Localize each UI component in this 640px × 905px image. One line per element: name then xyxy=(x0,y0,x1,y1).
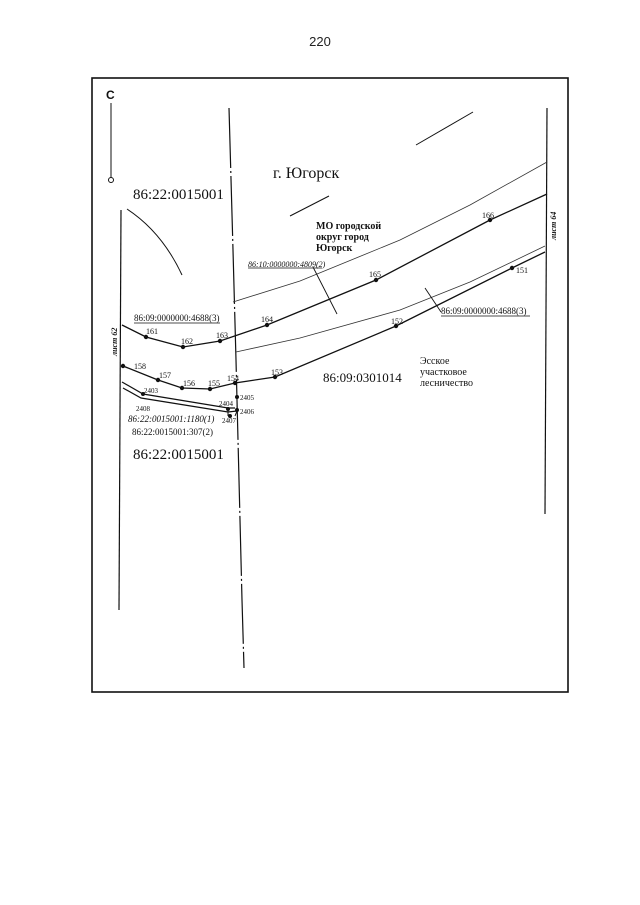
sheet-line-right xyxy=(544,107,548,515)
point-156 xyxy=(179,385,185,391)
point-165 xyxy=(373,277,379,283)
leader-4809 xyxy=(312,266,338,315)
label-157: 157 xyxy=(159,371,171,380)
municipality-line-2: округ город xyxy=(316,232,369,243)
boundary-2403 xyxy=(121,381,235,409)
label-2406: 2406 xyxy=(240,408,255,416)
point-154 xyxy=(232,380,238,386)
forestry-line-1: Эсское xyxy=(420,356,450,367)
municipality-line-3: Югорск xyxy=(316,243,353,254)
forestry-line-2: участковое xyxy=(420,367,467,378)
parcel-4809: 86:10:0000000:4809(2) xyxy=(248,260,326,269)
parcel-top-left: 86:22:0015001 xyxy=(133,187,224,203)
point-2406 xyxy=(235,408,239,412)
point-153 xyxy=(272,374,278,380)
point-162 xyxy=(180,344,186,350)
page-number: 220 xyxy=(309,34,331,49)
point-163 xyxy=(217,338,223,344)
point-labels: 161 162 163 164 165 166 158 157 156 155 … xyxy=(134,211,528,425)
parcel-bottom-left: 86:22:0015001 xyxy=(133,447,224,463)
label-154: 154 xyxy=(227,374,239,383)
point-2407 xyxy=(228,414,232,418)
label-156: 156 xyxy=(183,379,195,388)
point-2404 xyxy=(226,407,230,411)
parcel-307: 86:22:0015001:307(2) xyxy=(132,427,213,437)
label-162: 162 xyxy=(181,337,193,346)
label-2403: 2403 xyxy=(144,387,159,395)
label-153: 153 xyxy=(271,368,283,377)
north-arrow: С xyxy=(106,88,115,183)
label-158: 158 xyxy=(134,362,146,371)
leader-4688-right xyxy=(424,287,442,313)
point-158 xyxy=(120,363,126,369)
sheet-right-label: лист 64 xyxy=(549,212,558,241)
label-2407: 2407 xyxy=(222,417,237,425)
parcel-1180: 86:22:0015001:1180(1) xyxy=(128,414,214,424)
point-157 xyxy=(155,377,161,383)
boundary-north xyxy=(121,193,548,348)
dash-line-top xyxy=(415,111,474,146)
label-151: 151 xyxy=(516,266,528,275)
parcel-4688-right: 86:09:0000000:4688(3) xyxy=(441,306,527,316)
point-152 xyxy=(393,323,399,329)
point-166 xyxy=(487,217,493,223)
sheet-line-left xyxy=(118,209,122,611)
sheet-line-center xyxy=(228,107,245,669)
municipality-label: МО городской округ город Югорск xyxy=(316,221,381,254)
map-frame xyxy=(91,77,569,693)
parcel-4688-left: 86:09:0000000:4688(3) xyxy=(134,313,220,323)
boundary-2408 xyxy=(122,387,238,413)
parcel-center: 86:09:0301014 xyxy=(323,370,402,385)
point-151 xyxy=(509,265,515,271)
forestry-line-3: лесничество xyxy=(420,378,473,389)
sheet-left-label: лист 62 xyxy=(110,328,119,357)
road-line-lower xyxy=(235,245,546,353)
label-161: 161 xyxy=(146,327,158,336)
label-155: 155 xyxy=(208,379,220,388)
label-163: 163 xyxy=(216,331,228,340)
curve-line xyxy=(126,208,183,276)
point-2403 xyxy=(141,392,145,396)
compass-label: С xyxy=(106,88,115,102)
label-2405: 2405 xyxy=(240,394,255,402)
point-164 xyxy=(264,322,270,328)
label-164: 164 xyxy=(261,315,273,324)
point-161 xyxy=(143,334,149,340)
dash-line-city xyxy=(289,195,330,217)
municipality-line-1: МО городской xyxy=(316,221,381,232)
label-152: 152 xyxy=(391,317,403,326)
label-166: 166 xyxy=(482,211,494,220)
forestry-label: Эсское участковое лесничество xyxy=(420,356,473,389)
survey-points xyxy=(120,217,515,418)
road-line-upper xyxy=(232,161,548,303)
label-2404: 2404 xyxy=(219,400,234,408)
point-2405 xyxy=(235,395,239,399)
label-2408: 2408 xyxy=(136,405,151,413)
label-165: 165 xyxy=(369,270,381,279)
point-155 xyxy=(207,386,213,392)
city-label: г. Югорск xyxy=(273,165,339,182)
